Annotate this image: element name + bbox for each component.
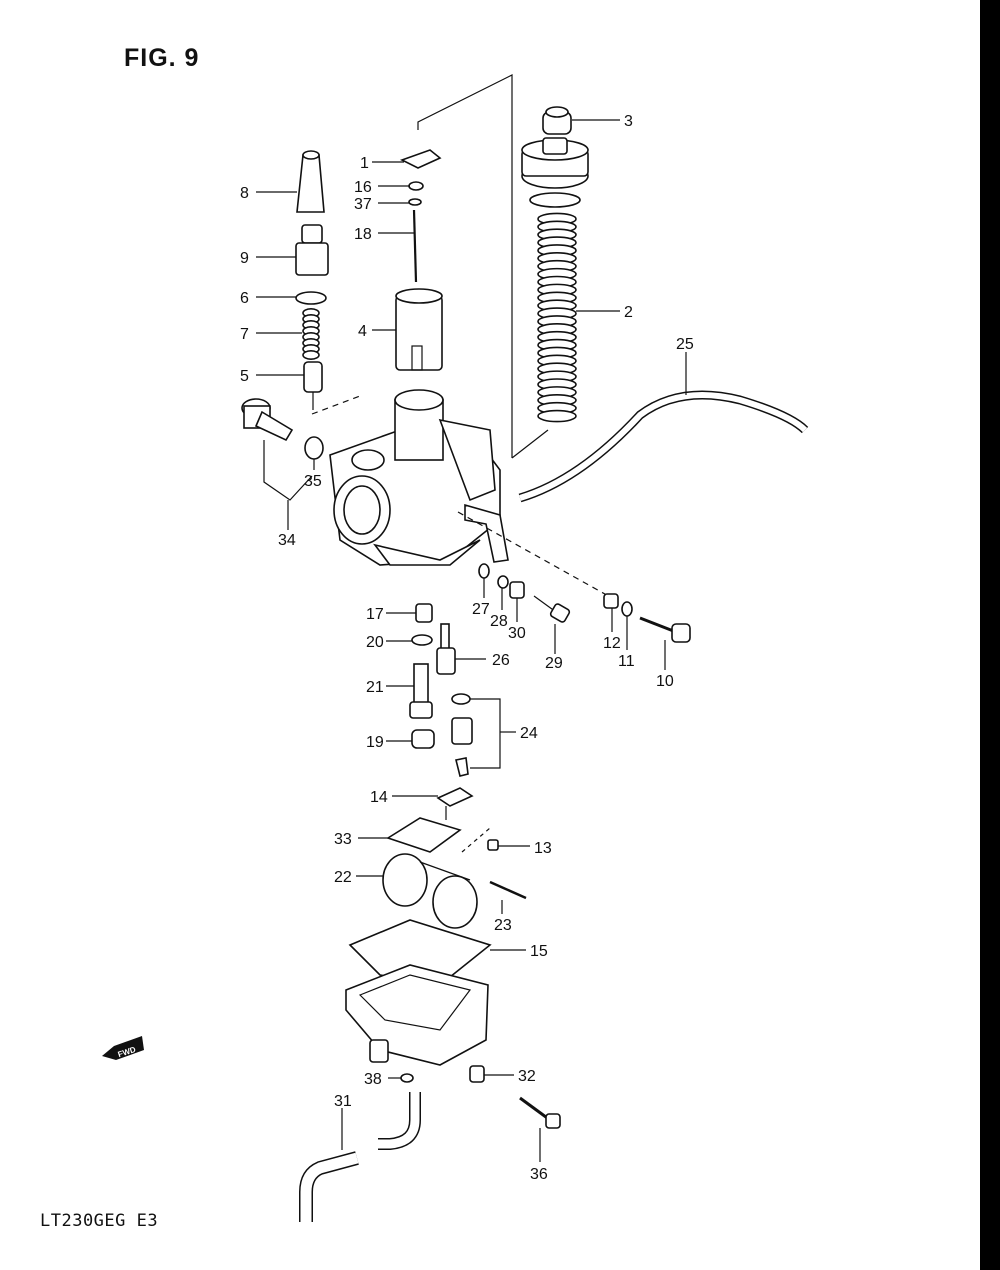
callout-13: 13 bbox=[534, 840, 552, 857]
callout-29-label-30: 30 bbox=[508, 625, 526, 642]
part-5-plunger bbox=[303, 361, 323, 410]
dash-line-5 bbox=[311, 395, 361, 415]
figure-title: FIG. 9 bbox=[124, 44, 200, 72]
callout-34: 34 bbox=[278, 532, 296, 549]
carburetor-body bbox=[329, 389, 509, 566]
bracket-24 bbox=[470, 698, 501, 769]
callout-22: 22 bbox=[334, 869, 352, 886]
part-26-pilot-jet bbox=[436, 623, 456, 675]
part-38-clip bbox=[400, 1073, 414, 1083]
callout-17: 17 bbox=[366, 606, 384, 623]
part-31-drain-hose bbox=[299, 1092, 421, 1222]
callout-14: 14 bbox=[370, 789, 388, 806]
callout-35: 35 bbox=[304, 473, 322, 490]
callout-2: 2 bbox=[624, 304, 633, 321]
callout-38: 38 bbox=[364, 1071, 382, 1088]
callout-12: 12 bbox=[603, 635, 621, 652]
part-12-spring bbox=[603, 593, 619, 609]
part-33-float-gasket bbox=[386, 817, 462, 853]
part-9-body bbox=[295, 224, 329, 276]
part-35-o-ring bbox=[304, 436, 324, 460]
spring-coil bbox=[302, 349, 320, 360]
part-17-jet bbox=[415, 603, 433, 623]
part-13-screw bbox=[487, 839, 499, 851]
callout-27: 27 bbox=[472, 601, 490, 618]
dash-line-10 bbox=[457, 511, 613, 599]
part-23-float-pin bbox=[489, 880, 527, 900]
part-14-plate bbox=[436, 787, 474, 807]
part-20-washer bbox=[411, 634, 433, 646]
part-22-float bbox=[382, 853, 478, 929]
part-34-starter-plunger bbox=[241, 398, 294, 442]
callout-16: 16 bbox=[354, 179, 372, 196]
callout-32: 32 bbox=[518, 1068, 536, 1085]
part-29-pilot-screw bbox=[533, 595, 571, 623]
fwd-arrow-icon: FWD bbox=[102, 1036, 144, 1060]
part-21-needle-jet bbox=[409, 663, 433, 719]
callout-31: 31 bbox=[334, 1093, 352, 1110]
callout-23: 23 bbox=[494, 917, 512, 934]
part-32-drain-plug bbox=[469, 1065, 485, 1083]
part-28-washer bbox=[497, 575, 509, 589]
leader-lines bbox=[256, 119, 687, 1162]
part-10-throttle-stop-screw bbox=[639, 616, 691, 643]
callout-21: 21 bbox=[366, 679, 384, 696]
callout-9: 9 bbox=[240, 250, 249, 267]
model-code: LT230GEG E3 bbox=[40, 1211, 159, 1231]
callout-labels: 1 2 3 4 5 6 7 8 9 10 11 12 13 14 15 16 1… bbox=[240, 113, 694, 1183]
callout-24: 24 bbox=[520, 725, 538, 742]
callout-19: 19 bbox=[366, 734, 384, 751]
bracket-34 bbox=[263, 440, 313, 501]
part-27-washer bbox=[478, 563, 490, 579]
part-2-spring bbox=[537, 212, 577, 423]
bracket-line-top bbox=[417, 74, 513, 458]
part-19-main-jet bbox=[411, 729, 435, 749]
callout-11: 11 bbox=[618, 653, 635, 670]
part-16-eclip bbox=[408, 181, 424, 191]
callout-28: 28 bbox=[490, 613, 508, 630]
callout-6: 6 bbox=[240, 290, 249, 307]
part-6-o-ring bbox=[295, 291, 327, 305]
callout-29: 29 bbox=[545, 655, 563, 672]
callout-33: 33 bbox=[334, 831, 352, 848]
callout-26: 26 bbox=[492, 652, 510, 669]
part-8-cap bbox=[296, 154, 325, 213]
part-15-bowl-gasket bbox=[348, 919, 492, 986]
part-3-cap bbox=[542, 106, 572, 135]
part-7-spring bbox=[302, 307, 320, 360]
part-4-throttle-valve bbox=[395, 288, 443, 371]
callout-20: 20 bbox=[366, 634, 384, 651]
callout-4: 4 bbox=[358, 323, 367, 340]
callout-1: 1 bbox=[360, 155, 369, 172]
callout-7: 7 bbox=[240, 326, 249, 343]
callout-5: 5 bbox=[240, 368, 249, 385]
part-18-jet-needle bbox=[412, 209, 418, 283]
part-24-float-valve-set bbox=[451, 693, 473, 777]
float-chamber bbox=[345, 964, 489, 1066]
part-36-drain-screw bbox=[519, 1096, 561, 1129]
callout-3: 3 bbox=[624, 113, 633, 130]
leader-top-to-body bbox=[511, 429, 549, 459]
part-30-spring bbox=[509, 581, 525, 599]
callout-15: 15 bbox=[530, 943, 548, 960]
part-2-top-cap bbox=[521, 137, 589, 208]
part-1-clip bbox=[399, 149, 442, 169]
part-11-o-ring bbox=[621, 601, 633, 617]
callout-8: 8 bbox=[240, 185, 249, 202]
callout-37: 37 bbox=[354, 196, 372, 213]
callout-18: 18 bbox=[354, 226, 372, 243]
scan-edge-bar bbox=[980, 0, 1000, 1270]
spring-coil bbox=[537, 409, 577, 423]
callout-36: 36 bbox=[530, 1166, 548, 1183]
callout-10: 10 bbox=[656, 673, 674, 690]
part-37-washer bbox=[408, 198, 422, 206]
callout-25: 25 bbox=[676, 336, 694, 353]
